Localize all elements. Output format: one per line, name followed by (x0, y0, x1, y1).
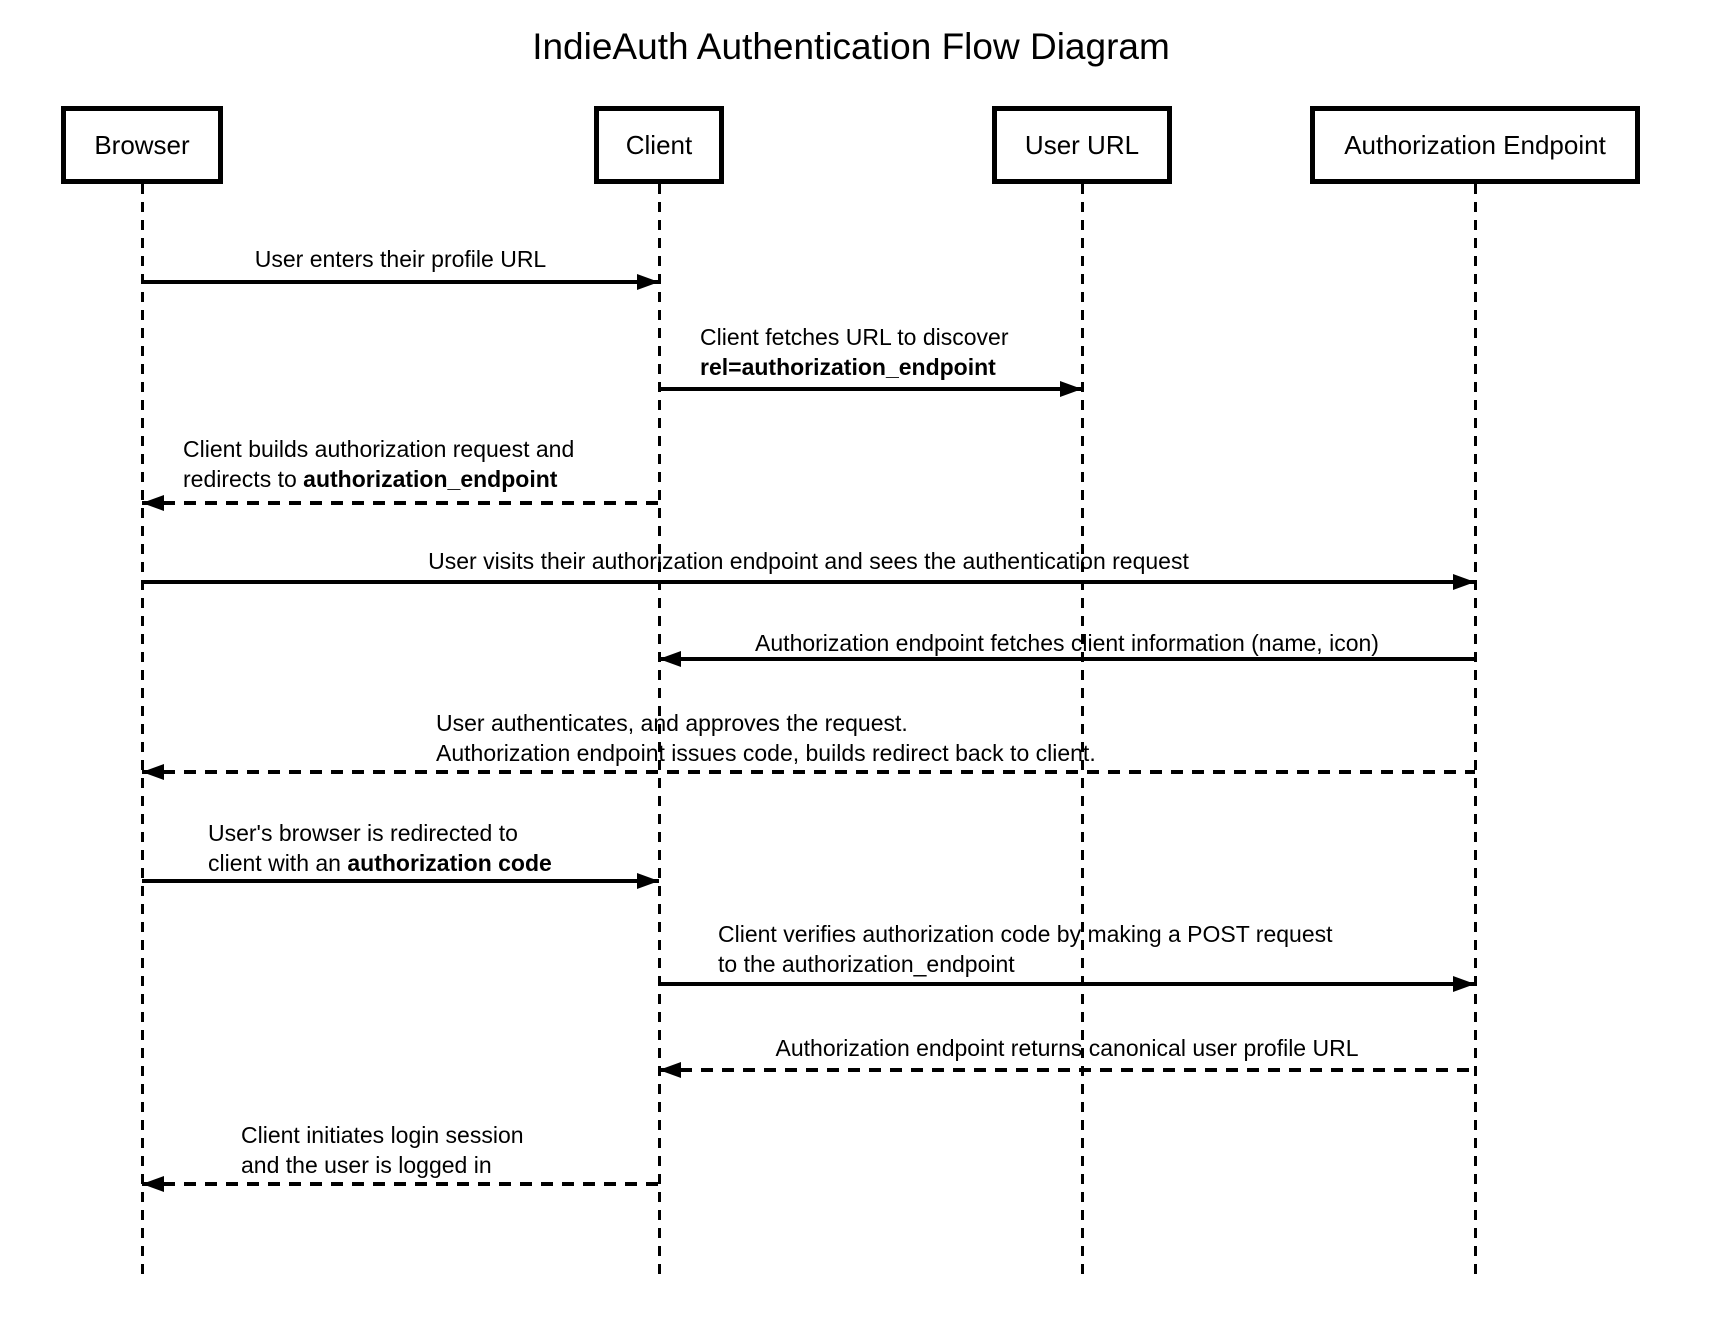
actor-label-browser: Browser (94, 129, 190, 160)
message-text: redirects to (183, 466, 304, 492)
arrowhead-fetch-url-discover (1060, 381, 1082, 397)
arrowhead-initiate-login-session (142, 1176, 164, 1192)
message-label-line: to the authorization_endpoint (718, 949, 1333, 979)
message-label-line: User's browser is redirected to (208, 818, 552, 848)
actor-box-user-url: User URL (992, 106, 1172, 184)
message-label-line: Client initiates login session (241, 1120, 524, 1150)
lifeline-browser (140, 184, 144, 1276)
lifeline-client (657, 184, 661, 1276)
message-label-line: client with an authorization code (208, 848, 552, 878)
message-text-bold: authorization_endpoint (303, 466, 558, 492)
message-text: and the user is logged in (241, 1152, 492, 1178)
message-line-initiate-login-session (142, 1182, 659, 1186)
message-label-return-canonical-profile-url: Authorization endpoint returns canonical… (776, 1033, 1359, 1063)
message-line-return-canonical-profile-url (659, 1068, 1475, 1072)
diagram-title: IndieAuth Authentication Flow Diagram (532, 26, 1170, 67)
message-label-line: and the user is logged in (241, 1150, 524, 1180)
actor-box-authorization-endpoint: Authorization Endpoint (1310, 106, 1640, 184)
message-label-line: Authorization endpoint fetches client in… (755, 628, 1379, 658)
message-line-fetch-client-information (659, 657, 1475, 661)
message-label-fetch-client-information: Authorization endpoint fetches client in… (755, 628, 1379, 658)
message-text: User authenticates, and approves the req… (436, 710, 908, 736)
actor-label-user-url: User URL (1024, 129, 1140, 160)
actor-label-authorization-endpoint: Authorization Endpoint (1344, 129, 1606, 160)
message-text: User's browser is redirected to (208, 820, 518, 846)
message-label-verify-code-post-request: Client verifies authorization code by ma… (718, 919, 1333, 979)
message-label-line: Authorization endpoint returns canonical… (776, 1033, 1359, 1063)
message-text: Client fetches URL to discover (700, 324, 1009, 350)
message-text: Client initiates login session (241, 1122, 524, 1148)
arrowhead-fetch-client-information (659, 651, 681, 667)
message-line-fetch-url-discover (659, 387, 1082, 391)
arrowhead-verify-code-post-request (1453, 976, 1475, 992)
message-text-bold: rel=authorization_endpoint (700, 354, 996, 380)
message-text: Authorization endpoint issues code, buil… (436, 740, 1096, 766)
message-text-bold: authorization code (347, 850, 552, 876)
arrowhead-visit-authorization-endpoint (1453, 574, 1475, 590)
arrowhead-authenticate-approve-issue-code (142, 764, 164, 780)
message-text: User enters their profile URL (254, 246, 547, 272)
message-line-build-auth-request-redirect (142, 501, 659, 505)
message-label-line: redirects to authorization_endpoint (183, 464, 574, 494)
lifeline-user-url (1080, 184, 1084, 1276)
message-label-line: Client builds authorization request and (183, 434, 574, 464)
message-text: Client builds authorization request and (183, 436, 575, 462)
arrowhead-redirect-with-authorization-code (637, 873, 659, 889)
message-line-verify-code-post-request (659, 982, 1475, 986)
message-line-visit-authorization-endpoint (142, 580, 1475, 584)
message-label-line: Client verifies authorization code by ma… (718, 919, 1333, 949)
message-text: Client verifies authorization code by ma… (718, 921, 1333, 947)
actor-label-client: Client (625, 129, 693, 160)
message-line-redirect-with-authorization-code (142, 879, 659, 883)
message-label-visit-authorization-endpoint: User visits their authorization endpoint… (428, 546, 1189, 576)
message-label-line: User authenticates, and approves the req… (436, 708, 1096, 738)
message-text: to the authorization_endpoint (718, 951, 1015, 977)
arrowhead-return-canonical-profile-url (659, 1062, 681, 1078)
message-label-fetch-url-discover: Client fetches URL to discover rel=author… (700, 322, 1009, 382)
arrowhead-enter-profile-url (637, 274, 659, 290)
message-label-authenticate-approve-issue-code: User authenticates, and approves the req… (436, 708, 1096, 768)
message-line-authenticate-approve-issue-code (142, 770, 1475, 774)
message-label-line: User visits their authorization endpoint… (428, 546, 1189, 576)
message-label-line: rel=authorization_endpoint (700, 352, 1009, 382)
message-text: User visits their authorization endpoint… (428, 548, 1189, 574)
message-text: Authorization endpoint returns canonical… (775, 1035, 1359, 1061)
message-label-enter-profile-url: User enters their profile URL (255, 244, 546, 274)
message-label-line: User enters their profile URL (255, 244, 546, 274)
actor-box-browser: Browser (61, 106, 223, 184)
message-label-initiate-login-session: Client initiates login session and the us… (241, 1120, 524, 1180)
message-label-line: Authorization endpoint issues code, buil… (436, 738, 1096, 768)
message-line-enter-profile-url (142, 280, 659, 284)
lifeline-authorization-endpoint (1473, 184, 1477, 1276)
message-text: Authorization endpoint fetches client in… (755, 630, 1379, 656)
actor-box-client: Client (594, 106, 724, 184)
message-label-line: Client fetches URL to discover (700, 322, 1009, 352)
arrowhead-build-auth-request-redirect (142, 495, 164, 511)
message-text: client with an (208, 850, 348, 876)
